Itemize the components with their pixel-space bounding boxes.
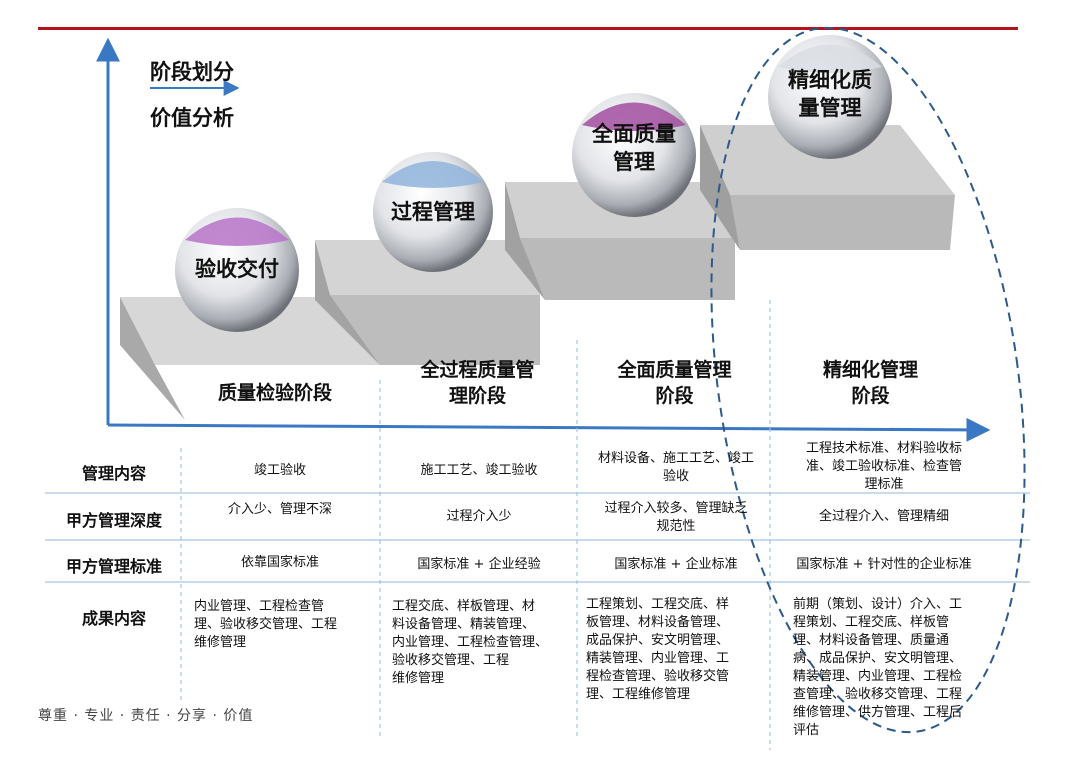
ball-3: [572, 93, 696, 217]
highlight-ellipse: [710, 26, 1026, 734]
ball-label-1: 验收交付: [195, 257, 279, 281]
cell-results-2: 工程交底、样板管理、材 料设备管理、精装管理、 内业管理、工程检查管理、 验收移…: [392, 599, 549, 686]
row-label-content: 管理内容: [81, 464, 146, 483]
ball-2: [373, 152, 493, 272]
step-1-side: [120, 297, 185, 420]
row-label-standard: 甲方管理标准: [65, 557, 162, 576]
row-label-results: 成果内容: [81, 609, 146, 628]
cell-depth-3: 过程介入较多、管理缺乏 规范性: [604, 501, 748, 534]
cell-results-3: 工程策划、工程交底、样 板管理、材料设备管理、 成品保护、安文明管理、 精装管理…: [586, 597, 730, 702]
step-4-top: [700, 125, 955, 195]
axis-title-value: 价值分析: [150, 106, 234, 130]
cell-content-1: 竣工验收: [253, 463, 306, 478]
axis-title-phase: 阶段划分: [150, 60, 234, 84]
cell-content-2: 施工工艺、竣工验收: [420, 463, 538, 478]
cell-standard-3: 国家标准 + 企业标准: [614, 557, 738, 572]
row-label-depth: 甲方管理深度: [65, 511, 162, 530]
footer-slogan: 尊重 · 专业 · 责任 · 分享 · 价值: [38, 708, 254, 724]
top-divider: [38, 27, 1018, 30]
cell-depth-4: 全过程介入、管理精细: [818, 509, 949, 524]
phase-label-2: 全过程质量管 理阶段: [420, 359, 535, 407]
cell-results-4: 前期（策划、设计）介入、工 程策划、工程交底、样板管 理、材料设备管理、质量通 …: [793, 597, 963, 738]
x-axis: [107, 417, 991, 442]
step-2-side: [315, 240, 380, 365]
phase-label-1: 质量检验阶段: [217, 382, 332, 404]
cell-standard-1: 依靠国家标准: [240, 555, 319, 570]
cell-standard-4: 国家标准 + 针对性的企业标准: [796, 557, 972, 572]
phase-label-3: 全面质量管理 阶段: [617, 359, 732, 407]
cell-depth-2: 过程介入少: [446, 509, 512, 524]
row-separators: [45, 492, 1030, 583]
cell-content-4: 工程技术标准、材料验收标 准、竣工验收标准、检查管 理标准: [805, 441, 962, 492]
ball-label-4: 精细化质 量管理: [788, 68, 872, 120]
stairs: [120, 125, 955, 420]
cell-results-1: 内业管理、工程检查管 理、验收移交管理、工程 维修管理: [194, 599, 338, 650]
ball-label-2: 过程管理: [391, 200, 475, 224]
step-4-riser: [730, 195, 955, 250]
ball-4: [768, 35, 892, 159]
ball-1: [175, 208, 299, 332]
cell-depth-1: 介入少、管理不深: [227, 502, 332, 517]
ball-label-3: 全面质量 管理: [592, 122, 676, 174]
cell-standard-2: 国家标准 + 企业经验: [417, 557, 541, 572]
step-2-riser: [330, 295, 540, 365]
cell-content-3: 材料设备、施工工艺、竣工 验收: [597, 451, 754, 484]
step-3-riser: [520, 238, 735, 300]
step-3-side: [505, 182, 545, 300]
phase-label-4: 精细化管理 阶段: [822, 359, 918, 407]
